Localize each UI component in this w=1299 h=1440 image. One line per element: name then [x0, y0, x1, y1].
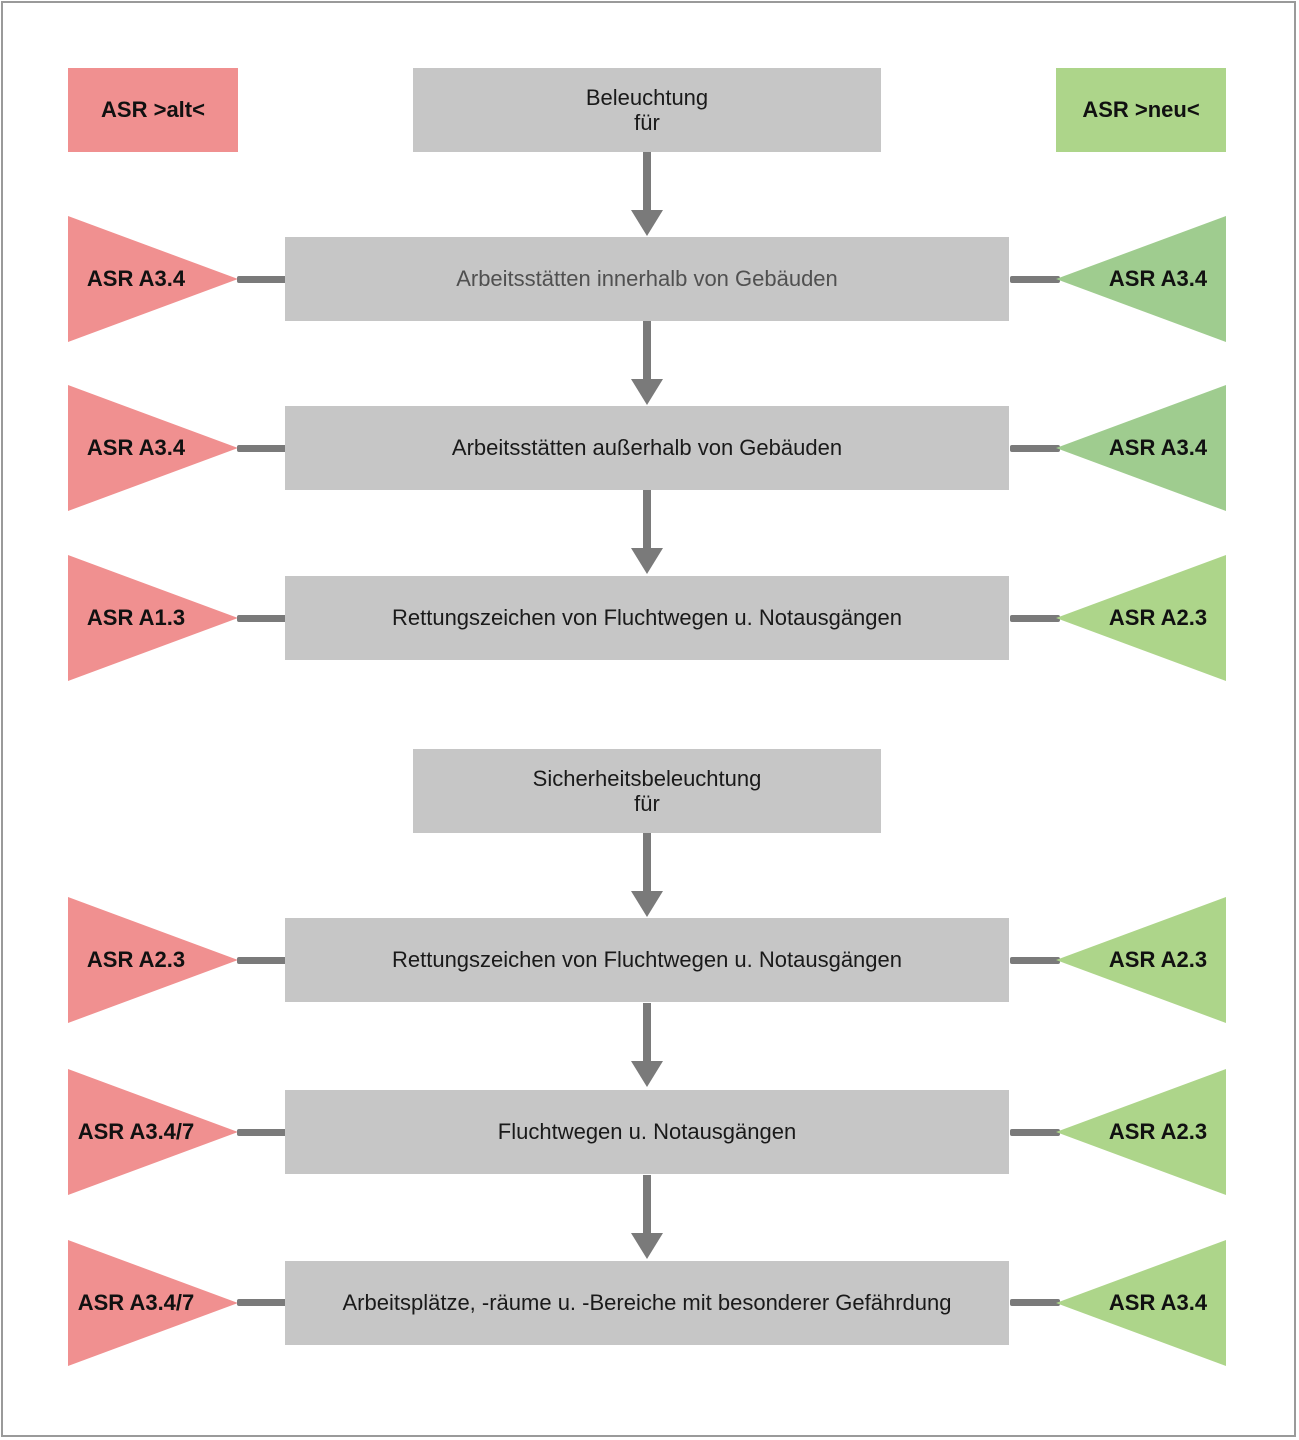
old-standard-marker: ASR A1.3	[68, 555, 238, 681]
emergency-row-hazard-areas: Arbeitsplätze, -räume u. -Bereiche mit b…	[285, 1261, 1009, 1345]
old-standard-marker: ASR A3.4	[68, 216, 238, 342]
connector-line	[1010, 957, 1060, 964]
section-header-title: Sicherheitsbeleuchtung	[532, 766, 762, 791]
new-standard-label: ASR A3.4	[1108, 1290, 1208, 1315]
arrow-down-icon	[631, 833, 663, 923]
new-standard-label: ASR A3.4	[1108, 266, 1208, 291]
section-header-emergency-lighting: Sicherheitsbeleuchtung für	[413, 749, 881, 833]
connector-line	[237, 445, 287, 452]
section-header-title: Beleuchtung	[585, 85, 709, 110]
new-standard-marker: ASR A3.4	[1056, 216, 1226, 342]
connector-line	[1010, 445, 1060, 452]
arrow-down-icon	[631, 321, 663, 411]
arrow-down-icon	[631, 1003, 663, 1093]
new-standard-label: ASR A2.3	[1108, 947, 1208, 972]
new-standard-marker: ASR A2.3	[1056, 555, 1226, 681]
new-standard-marker: ASR A2.3	[1056, 897, 1226, 1023]
old-standard-marker: ASR A3.4/7	[68, 1069, 238, 1195]
connector-line	[1010, 276, 1060, 283]
legend-new: ASR >neu<	[1056, 68, 1226, 152]
connector-line	[1010, 1299, 1060, 1306]
old-standard-marker: ASR A3.4/7	[68, 1240, 238, 1366]
new-standard-marker: ASR A3.4	[1056, 1240, 1226, 1366]
connector-line	[237, 957, 287, 964]
arrow-down-icon	[631, 490, 663, 580]
old-standard-label: ASR A3.4/7	[77, 1290, 195, 1315]
new-standard-marker: ASR A3.4	[1056, 385, 1226, 511]
arrow-down-icon	[631, 152, 663, 242]
new-standard-label: ASR A2.3	[1108, 1119, 1208, 1144]
lighting-row-escape-signs: Rettungszeichen von Fluchtwegen u. Notau…	[285, 576, 1009, 660]
section-header-subtitle: für	[634, 791, 660, 816]
emergency-row-escape-routes: Fluchtwegen u. Notausgängen	[285, 1090, 1009, 1174]
old-standard-marker: ASR A3.4	[68, 385, 238, 511]
legend-old: ASR >alt<	[68, 68, 238, 152]
connector-line	[237, 1129, 287, 1136]
old-standard-label: ASR A3.4	[86, 435, 186, 460]
old-standard-marker: ASR A2.3	[68, 897, 238, 1023]
connector-line	[237, 1299, 287, 1306]
old-standard-label: ASR A2.3	[86, 947, 186, 972]
emergency-row-escape-signs: Rettungszeichen von Fluchtwegen u. Notau…	[285, 918, 1009, 1002]
new-standard-marker: ASR A2.3	[1056, 1069, 1226, 1195]
arrow-down-icon	[631, 1175, 663, 1265]
lighting-row-outdoor: Arbeitsstätten außerhalb von Gebäuden	[285, 406, 1009, 490]
old-standard-label: ASR A3.4/7	[77, 1119, 195, 1144]
old-standard-label: ASR A1.3	[86, 605, 186, 630]
connector-line	[237, 276, 287, 283]
new-standard-label: ASR A3.4	[1108, 435, 1208, 460]
section-header-lighting: Beleuchtung für	[413, 68, 881, 152]
connector-line	[237, 615, 287, 622]
old-standard-label: ASR A3.4	[86, 266, 186, 291]
connector-line	[1010, 1129, 1060, 1136]
lighting-row-indoor: Arbeitsstätten innerhalb von Gebäuden	[285, 237, 1009, 321]
section-header-subtitle: für	[634, 110, 660, 135]
new-standard-label: ASR A2.3	[1108, 605, 1208, 630]
connector-line	[1010, 615, 1060, 622]
